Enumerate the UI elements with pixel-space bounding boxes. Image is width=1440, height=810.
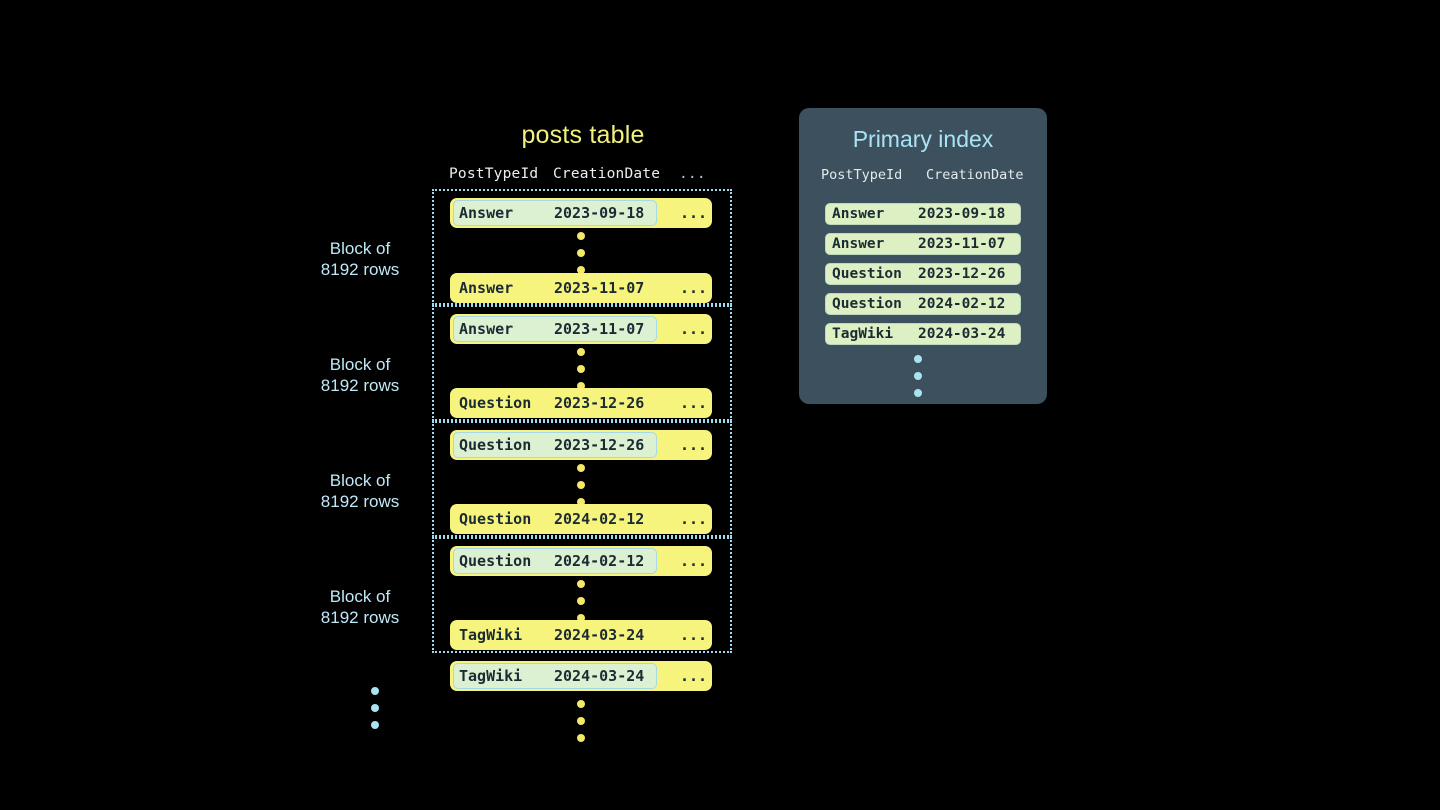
- index-column-header-posttypeid: PostTypeId: [821, 167, 903, 183]
- row-ellipsis-icon: [577, 464, 587, 506]
- index-cell-posttypeid: Question: [832, 266, 902, 282]
- table-row[interactable]: TagWiki 2024-03-24 ...: [450, 620, 712, 650]
- cell-creationdate: 2024-03-24: [554, 667, 645, 685]
- block-4-label-line2: 8192 rows: [320, 608, 400, 627]
- block-1-label-line1: Block of: [329, 239, 391, 258]
- column-header-more: ...: [679, 166, 706, 182]
- cell-more: ...: [680, 510, 708, 528]
- index-cell-creationdate: 2023-11-07: [918, 236, 1006, 252]
- block-2-label: Block of 8192 rows: [300, 354, 420, 396]
- cell-posttypeid: Question: [459, 510, 532, 528]
- table-row-cells: Answer 2023-11-07 ...: [450, 314, 712, 344]
- cell-more: ...: [680, 204, 708, 222]
- block-4-label: Block of 8192 rows: [300, 586, 420, 628]
- index-entry-row[interactable]: Question 2024-02-12: [825, 293, 1021, 315]
- cell-creationdate: 2023-11-07: [554, 320, 645, 338]
- index-key-highlight: [453, 548, 657, 574]
- block-2-label-line1: Block of: [329, 355, 391, 374]
- index-key-highlight: [453, 200, 657, 226]
- block-4: [432, 537, 732, 653]
- cell-more: ...: [680, 320, 708, 338]
- table-row[interactable]: TagWiki 2024-03-24 ...: [450, 661, 712, 691]
- row-ellipsis-icon: [577, 348, 587, 390]
- cell-creationdate: 2024-02-12: [554, 510, 645, 528]
- cell-more: ...: [680, 552, 708, 570]
- column-header-creationdate: CreationDate: [553, 166, 661, 182]
- primary-index-column-headers: PostTypeId CreationDate: [821, 167, 1036, 185]
- cell-more: ...: [680, 436, 708, 454]
- block-3-label-line2: 8192 rows: [320, 492, 400, 511]
- index-cell-posttypeid: Question: [832, 296, 902, 312]
- cell-creationdate: 2023-11-07: [554, 279, 645, 297]
- table-row[interactable]: Answer 2023-11-07 ...: [450, 273, 712, 303]
- cell-posttypeid: Question: [459, 436, 532, 454]
- block-3: [432, 421, 732, 537]
- index-cell-posttypeid: TagWiki: [832, 326, 894, 342]
- cell-creationdate: 2023-12-26: [554, 394, 645, 412]
- index-key-highlight: [453, 316, 657, 342]
- table-row-cells: TagWiki 2024-03-24 ...: [450, 620, 712, 650]
- primary-index-title: Primary index: [852, 126, 994, 152]
- table-row[interactable]: Answer 2023-11-07 ...: [450, 314, 712, 344]
- block-2: [432, 305, 732, 421]
- index-cell-creationdate: 2023-12-26: [918, 266, 1006, 282]
- index-cell-posttypeid: Answer: [832, 206, 885, 222]
- table-row-cells: Question 2024-02-12 ...: [450, 546, 712, 576]
- cell-posttypeid: Answer: [459, 204, 514, 222]
- table-row-cells: Answer 2023-11-07 ...: [450, 273, 712, 303]
- cell-more: ...: [680, 394, 708, 412]
- cell-more: ...: [680, 626, 708, 644]
- table-row-cells: Answer 2023-09-18 ...: [450, 198, 712, 228]
- table-row-cells: Question 2023-12-26 ...: [450, 388, 712, 418]
- cell-posttypeid: TagWiki: [459, 667, 523, 685]
- block-1-label-line2: 8192 rows: [320, 260, 400, 279]
- table-row[interactable]: Question 2023-12-26 ...: [450, 430, 712, 460]
- block-2-label-line2: 8192 rows: [320, 376, 400, 395]
- block-1-label: Block of 8192 rows: [300, 238, 420, 280]
- row-ellipsis-icon: [577, 232, 587, 274]
- index-key-highlight: [453, 432, 657, 458]
- index-entry-row[interactable]: Answer 2023-11-07: [825, 233, 1021, 255]
- cell-more: ...: [680, 279, 708, 297]
- cell-creationdate: 2024-02-12: [554, 552, 645, 570]
- table-row[interactable]: Question 2024-02-12 ...: [450, 546, 712, 576]
- block-3-label-line1: Block of: [329, 471, 391, 490]
- index-key-highlight: [453, 663, 657, 689]
- table-continues-ellipsis-icon: [577, 700, 587, 742]
- row-ellipsis-icon: [577, 580, 587, 622]
- index-cell-creationdate: 2024-02-12: [918, 296, 1006, 312]
- index-entry-row[interactable]: TagWiki 2024-03-24: [825, 323, 1021, 345]
- table-row-cells: Question 2023-12-26 ...: [450, 430, 712, 460]
- table-row-cells: Question 2024-02-12 ...: [450, 504, 712, 534]
- column-header-posttypeid: PostTypeId: [449, 166, 539, 182]
- table-row-cells: TagWiki 2024-03-24 ...: [450, 661, 712, 691]
- primary-index-panel: Primary index PostTypeId CreationDate An…: [799, 108, 1047, 404]
- cell-creationdate: 2023-12-26: [554, 436, 645, 454]
- cell-posttypeid: Answer: [459, 320, 514, 338]
- posts-table-title: posts table: [521, 121, 645, 149]
- cell-creationdate: 2023-09-18: [554, 204, 645, 222]
- index-column-header-creationdate: CreationDate: [926, 167, 1024, 183]
- index-continues-ellipsis-icon: [914, 355, 924, 397]
- index-entry-row[interactable]: Question 2023-12-26: [825, 263, 1021, 285]
- cell-posttypeid: Answer: [459, 279, 514, 297]
- cell-creationdate: 2024-03-24: [554, 626, 645, 644]
- index-cell-posttypeid: Answer: [832, 236, 885, 252]
- index-cell-creationdate: 2023-09-18: [918, 206, 1006, 222]
- table-row[interactable]: Question 2024-02-12 ...: [450, 504, 712, 534]
- index-entry-row[interactable]: Answer 2023-09-18: [825, 203, 1021, 225]
- block-4-label-line1: Block of: [329, 587, 391, 606]
- cell-posttypeid: Question: [459, 552, 532, 570]
- table-row[interactable]: Answer 2023-09-18 ...: [450, 198, 712, 228]
- block-1: [432, 189, 732, 305]
- cell-more: ...: [680, 667, 708, 685]
- block-3-label: Block of 8192 rows: [300, 470, 420, 512]
- blocks-continue-ellipsis-icon: [371, 687, 381, 729]
- table-row[interactable]: Question 2023-12-26 ...: [450, 388, 712, 418]
- cell-posttypeid: Question: [459, 394, 532, 412]
- index-cell-creationdate: 2024-03-24: [918, 326, 1006, 342]
- cell-posttypeid: TagWiki: [459, 626, 523, 644]
